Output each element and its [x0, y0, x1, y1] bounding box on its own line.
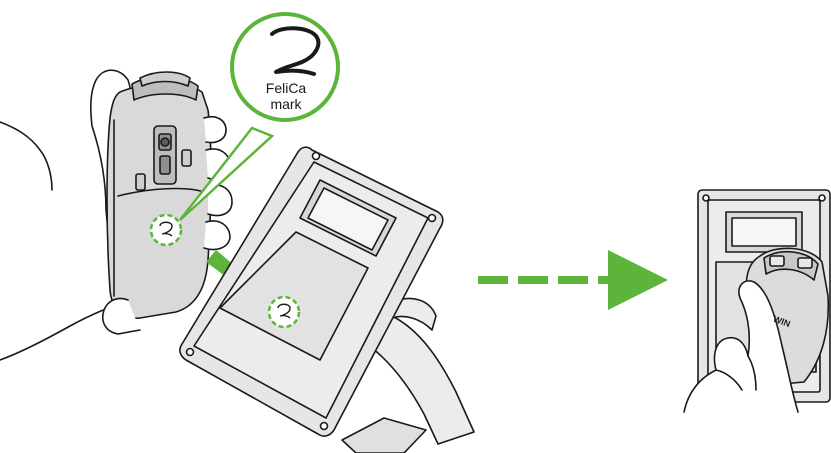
- side-button-left: [136, 174, 145, 190]
- hand-left-edge: [0, 122, 52, 190]
- callout-label: FeliCa mark: [246, 80, 326, 112]
- callout-label-line1: FeliCa: [246, 80, 326, 96]
- finger-1: [204, 117, 226, 143]
- phone-felica-mark: [151, 215, 181, 245]
- reader-screw-top-right: [429, 215, 436, 222]
- right-phone-cap-right: [798, 258, 812, 268]
- finger-4: [204, 221, 230, 250]
- reader-felica-mark: [269, 297, 299, 327]
- left-hand-and-phone: [0, 70, 232, 360]
- reader-screw-bottom-right: [321, 423, 328, 430]
- reader-stand-base: [342, 418, 426, 453]
- right-reader-display: [732, 218, 796, 246]
- camera-flash: [160, 156, 170, 174]
- progress-arrow: [478, 250, 668, 310]
- callout-label-line2: mark: [246, 96, 326, 112]
- side-button-right: [182, 150, 191, 166]
- right-reader-screw-1: [703, 195, 709, 201]
- reader-screw-top-left: [313, 153, 320, 160]
- camera-lens: [161, 138, 169, 146]
- reader-screw-bottom-left: [187, 349, 194, 356]
- right-phone-cap-left: [770, 256, 784, 266]
- right-reader-screw-2: [819, 195, 825, 201]
